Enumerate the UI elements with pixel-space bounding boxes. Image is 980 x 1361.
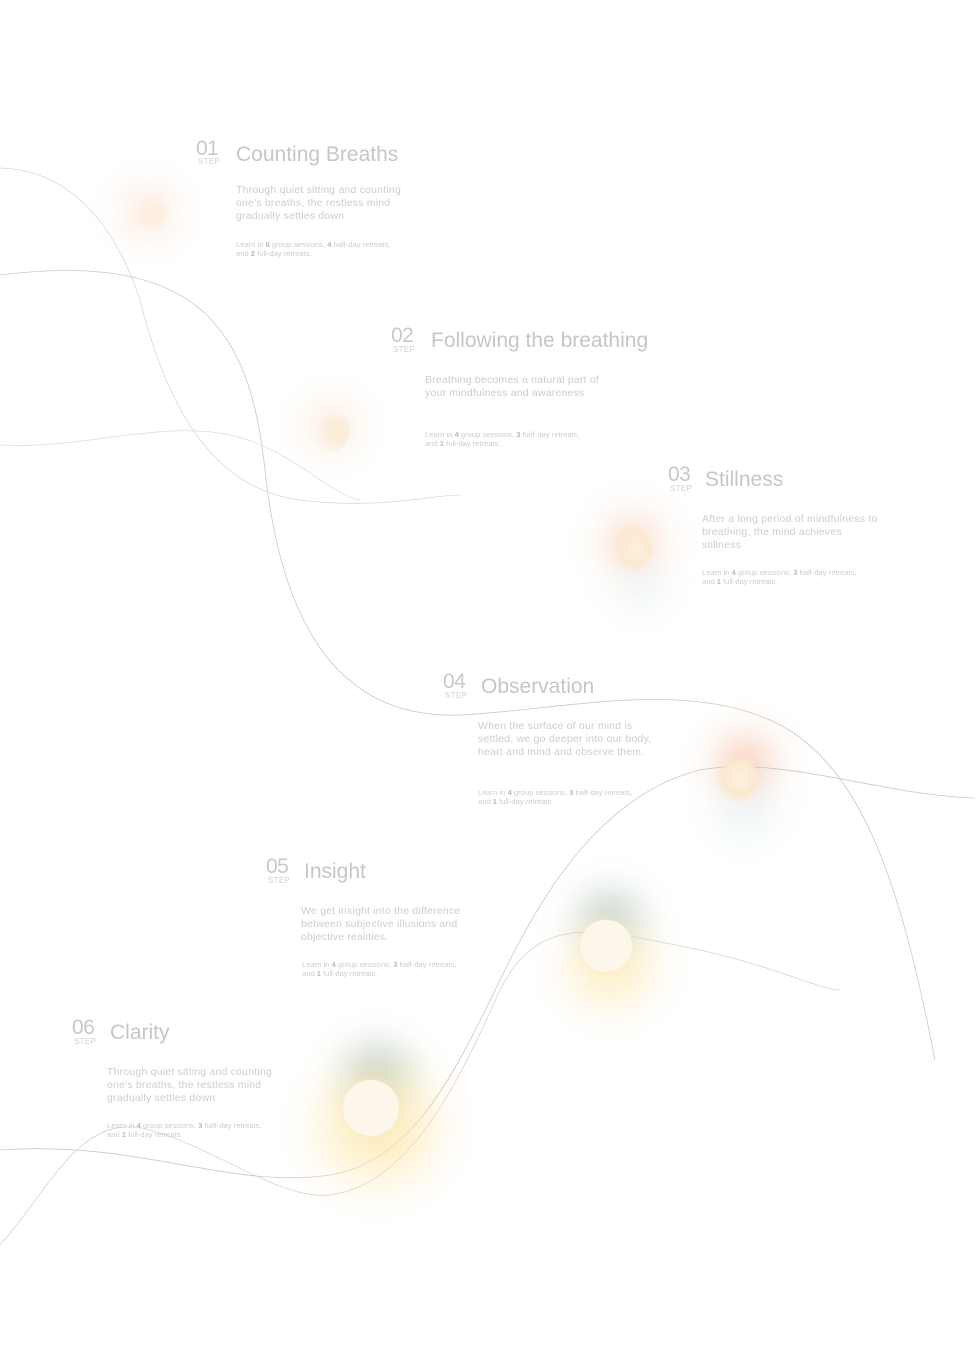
step-learn-info: Learn in 4 group sessions, 3 half-day re… — [702, 568, 857, 586]
step-description: When the surface of our mind is settled,… — [478, 720, 652, 758]
step-number: 04 — [443, 670, 466, 693]
step-label: STEP — [393, 345, 416, 354]
step-title: Clarity — [110, 1021, 170, 1044]
step-learn-info: Learn in 6 group sessions, 4 half-day re… — [236, 240, 391, 258]
step-label: STEP — [198, 157, 221, 166]
step-learn-info: Learn in 4 group sessions, 3 half-day re… — [478, 788, 633, 806]
step-learn-info: Learn in 4 group sessions, 3 half-day re… — [302, 960, 457, 978]
step-description: After a long period of mindfulness to br… — [702, 513, 878, 551]
step-description: Breathing becomes a natural part of your… — [425, 374, 599, 399]
step-title: Insight — [304, 860, 366, 883]
path-line-b — [0, 167, 461, 504]
path-line-e — [0, 430, 361, 501]
step-description: Through quiet sitting and counting one's… — [107, 1066, 272, 1104]
step-number: 06 — [72, 1016, 95, 1039]
step-description: We get insight into the difference betwe… — [301, 905, 461, 943]
step-label: STEP — [670, 484, 693, 493]
step-learn-info: Learn in 4 group sessions, 3 half-day re… — [107, 1121, 262, 1139]
step-label: STEP — [445, 691, 468, 700]
step-title: Following the breathing — [431, 329, 649, 352]
path-line-a — [0, 270, 936, 1061]
step-label: STEP — [74, 1037, 97, 1046]
step-description: Through quiet sitting and counting one's… — [236, 184, 401, 222]
step-label: STEP — [268, 876, 291, 885]
step-learn-info: Learn in 4 group sessions, 3 half-day re… — [425, 430, 580, 448]
step-number: 01 — [196, 137, 219, 160]
step-number: 05 — [266, 855, 289, 878]
step-title: Observation — [481, 675, 595, 698]
step-number: 02 — [391, 324, 414, 347]
step-title: Counting Breaths — [236, 143, 399, 166]
step-number: 03 — [668, 463, 691, 486]
step-title: Stillness — [705, 468, 784, 491]
path-line-c — [0, 766, 976, 1179]
